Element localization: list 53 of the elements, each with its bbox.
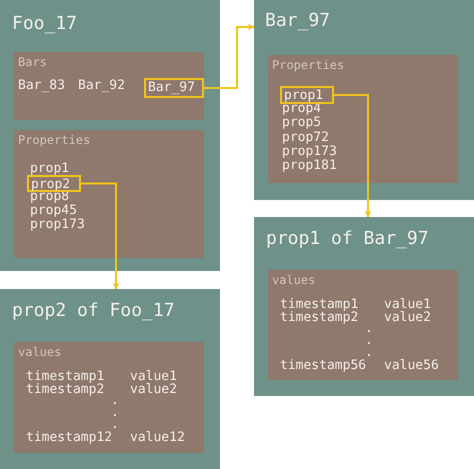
section-heading: Properties bbox=[18, 134, 90, 146]
object-panel bbox=[254, 0, 474, 200]
list-item: value2 bbox=[130, 383, 177, 396]
section-heading: Bars bbox=[18, 56, 47, 68]
highlighted-item: prop2 bbox=[27, 175, 81, 192]
ellipsis-dot: . bbox=[111, 418, 119, 431]
section-heading: values bbox=[272, 274, 316, 286]
list-item: value56 bbox=[384, 359, 439, 372]
list-item: prop5 bbox=[282, 116, 322, 129]
section-panel bbox=[14, 342, 204, 453]
section-panel bbox=[268, 55, 458, 183]
ellipsis-dot: . bbox=[365, 334, 373, 347]
list-item: value12 bbox=[130, 431, 185, 444]
list-item: timestamp2 bbox=[26, 383, 104, 396]
list-item: timestamp2 bbox=[280, 311, 358, 324]
list-item: timestamp1 bbox=[26, 370, 104, 383]
panel-title: prop2 of Foo_17 bbox=[12, 302, 175, 320]
list-item: value1 bbox=[384, 298, 431, 311]
object-panel bbox=[0, 289, 220, 469]
panel-title: Bar_97 bbox=[265, 12, 330, 30]
list-item: prop4 bbox=[282, 102, 322, 115]
list-item: prop45 bbox=[30, 204, 77, 217]
connector-arrow bbox=[81, 182, 119, 290]
section-panel bbox=[268, 270, 458, 380]
list-item: timestamp1 bbox=[280, 298, 358, 311]
highlighted-item: Bar_97 bbox=[144, 78, 204, 98]
list-item: value2 bbox=[384, 311, 431, 324]
object-panel bbox=[0, 0, 220, 271]
ellipsis-dot: . bbox=[111, 394, 119, 407]
panel-title: Foo_17 bbox=[12, 15, 78, 33]
list-item: prop173 bbox=[282, 145, 337, 158]
list-item: prop181 bbox=[282, 159, 337, 172]
object-panel bbox=[254, 217, 474, 396]
section-panel bbox=[14, 130, 204, 258]
connector-arrow bbox=[334, 94, 371, 218]
section-heading: Properties bbox=[272, 59, 344, 71]
list-item: value1 bbox=[130, 370, 177, 383]
list-item: prop8 bbox=[30, 190, 70, 203]
list-item: Bar_83 bbox=[18, 79, 65, 92]
list-item: Bar_92 bbox=[78, 79, 125, 92]
ellipsis-dot: . bbox=[365, 322, 373, 335]
list-item: timestamp12 bbox=[26, 431, 112, 444]
list-item: prop72 bbox=[282, 131, 329, 144]
highlighted-item: prop1 bbox=[280, 86, 334, 104]
connector-arrow bbox=[204, 24, 255, 89]
panel-title: prop1 of Bar_97 bbox=[266, 230, 429, 248]
list-item: prop1 bbox=[30, 162, 70, 175]
ellipsis-dot: . bbox=[111, 406, 119, 419]
section-heading: values bbox=[18, 346, 62, 358]
list-item: timestamp56 bbox=[280, 359, 366, 372]
section-panel bbox=[14, 52, 204, 120]
ellipsis-dot: . bbox=[365, 346, 373, 359]
list-item: prop173 bbox=[30, 218, 85, 231]
